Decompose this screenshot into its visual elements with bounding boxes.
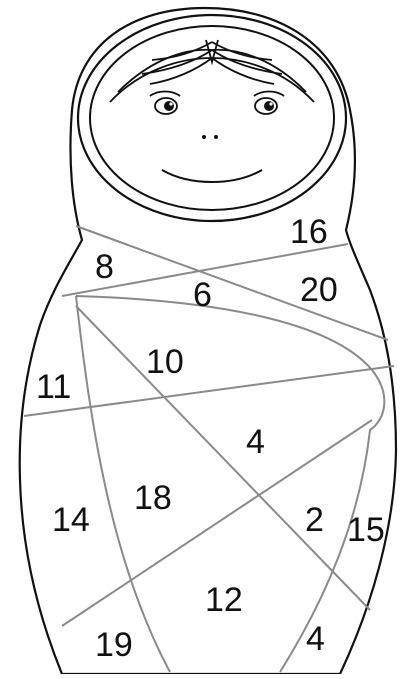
region-label-10: 10: [146, 343, 184, 381]
region-label-18: 18: [134, 479, 172, 517]
region-label-12: 12: [205, 581, 243, 619]
region-label-14: 14: [52, 501, 90, 539]
region-label-16: 16: [290, 213, 328, 251]
region-label-4: 4: [246, 423, 265, 461]
region-label-8: 8: [95, 248, 114, 286]
region-label-4b: 4: [306, 620, 325, 658]
region-label-2: 2: [305, 501, 324, 539]
region-label-19: 19: [95, 626, 133, 664]
doll-body-outline: [20, 8, 396, 674]
left-eye: [155, 98, 177, 114]
region-label-6: 6: [193, 276, 212, 314]
region-label-11: 11: [36, 368, 71, 406]
right-eye: [255, 98, 277, 114]
region-label-20: 20: [300, 271, 338, 309]
region-label-15: 15: [347, 511, 385, 549]
